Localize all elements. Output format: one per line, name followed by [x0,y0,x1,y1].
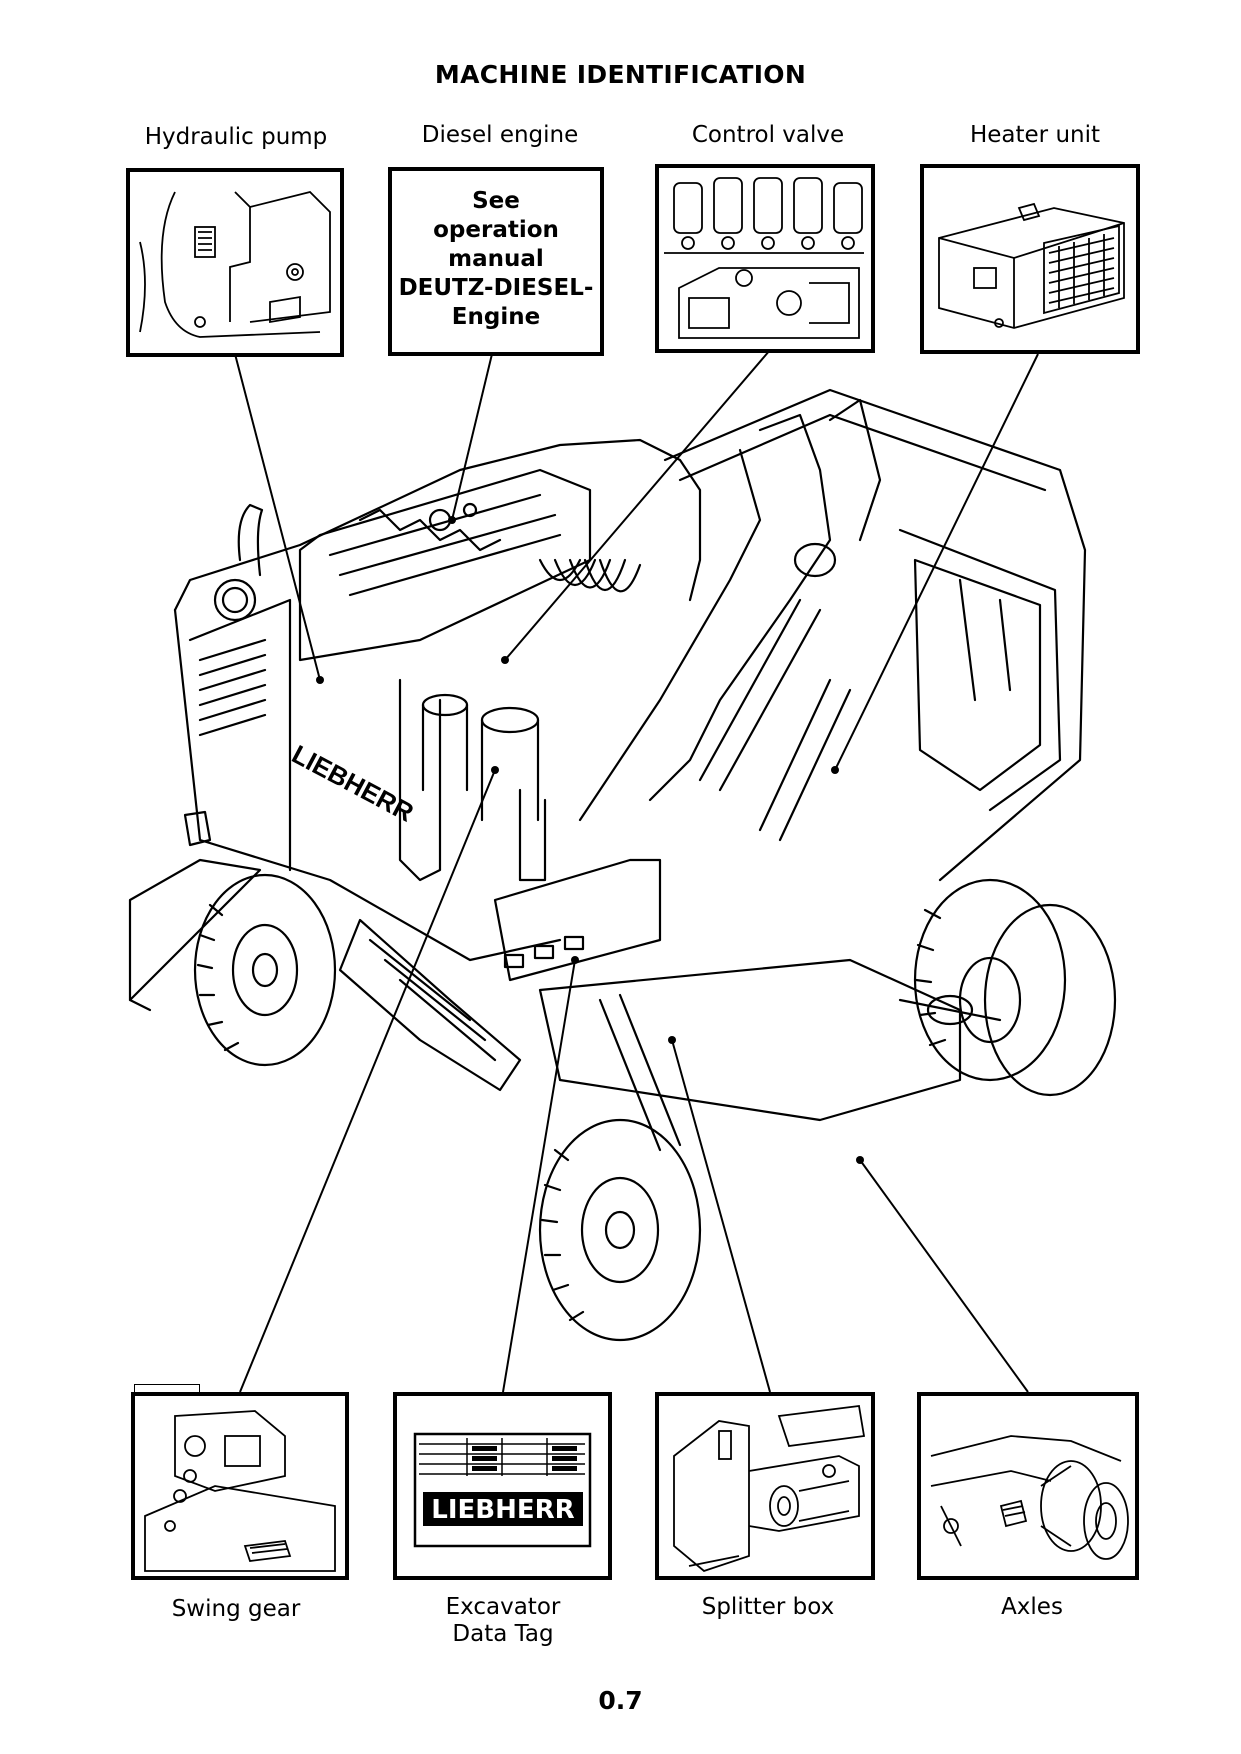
axles-label: Axles [1001,1594,1063,1620]
splitter-box-label: Splitter box [701,1594,835,1620]
hydraulic-pump-label: Hydraulic pump [144,124,328,150]
heater-unit-box [920,164,1140,354]
data-tag-leader [502,959,576,1393]
hydraulic-pump-box [126,168,344,357]
splitter-box-leader [671,1039,771,1393]
axles-leader [859,1159,1029,1393]
hydraulic-pump-drawing [139,191,331,338]
data-tag-box: LIEBHERR [393,1392,612,1580]
control-valve-drawing [664,177,864,339]
heater-unit-label: Heater unit [969,122,1101,148]
hydraulic-pump-leader [234,353,321,681]
splitter-box-box [655,1392,875,1580]
data-tag-label-line2: Data Tag [452,1621,554,1647]
data-tag-drawing: LIEBHERR [413,1432,592,1548]
diesel-engine-leader [451,353,493,521]
heater-unit-leader [834,353,1039,771]
data-tag-label-line1: Excavator [445,1594,561,1620]
swing-gear-label: Swing gear [171,1596,301,1622]
diesel-engine-box: See operation manual DEUTZ-DIESEL- Engin… [388,167,604,356]
control-valve-box [655,164,875,353]
heater-unit-drawing [938,202,1125,329]
control-valve-leader [504,349,771,661]
note-line-2: operation [433,217,559,243]
note-line-5: Engine [451,304,541,330]
swing-gear-leader [239,769,496,1393]
excavator-data-tag-label: Excavator Data Tag [383,1594,623,1648]
swing-gear-drawing [144,1410,336,1572]
note-line-4: DEUTZ-DIESEL- [398,275,594,301]
swing-gear-box [131,1392,349,1580]
data-tag-brand: LIEBHERR [431,1495,574,1525]
note-line-1: See [472,188,520,214]
diesel-engine-label: Diesel engine [421,122,579,148]
splitter-box-drawing [673,1404,866,1573]
note-line-3: manual [448,246,544,272]
page-title: MACHINE IDENTIFICATION [434,60,807,89]
axles-drawing [930,1435,1129,1560]
diesel-engine-note: See operation manual DEUTZ-DIESEL- Engin… [392,187,600,332]
control-valve-label: Control valve [691,122,845,148]
page-number: 0.7 [598,1686,643,1715]
axles-box [917,1392,1139,1580]
